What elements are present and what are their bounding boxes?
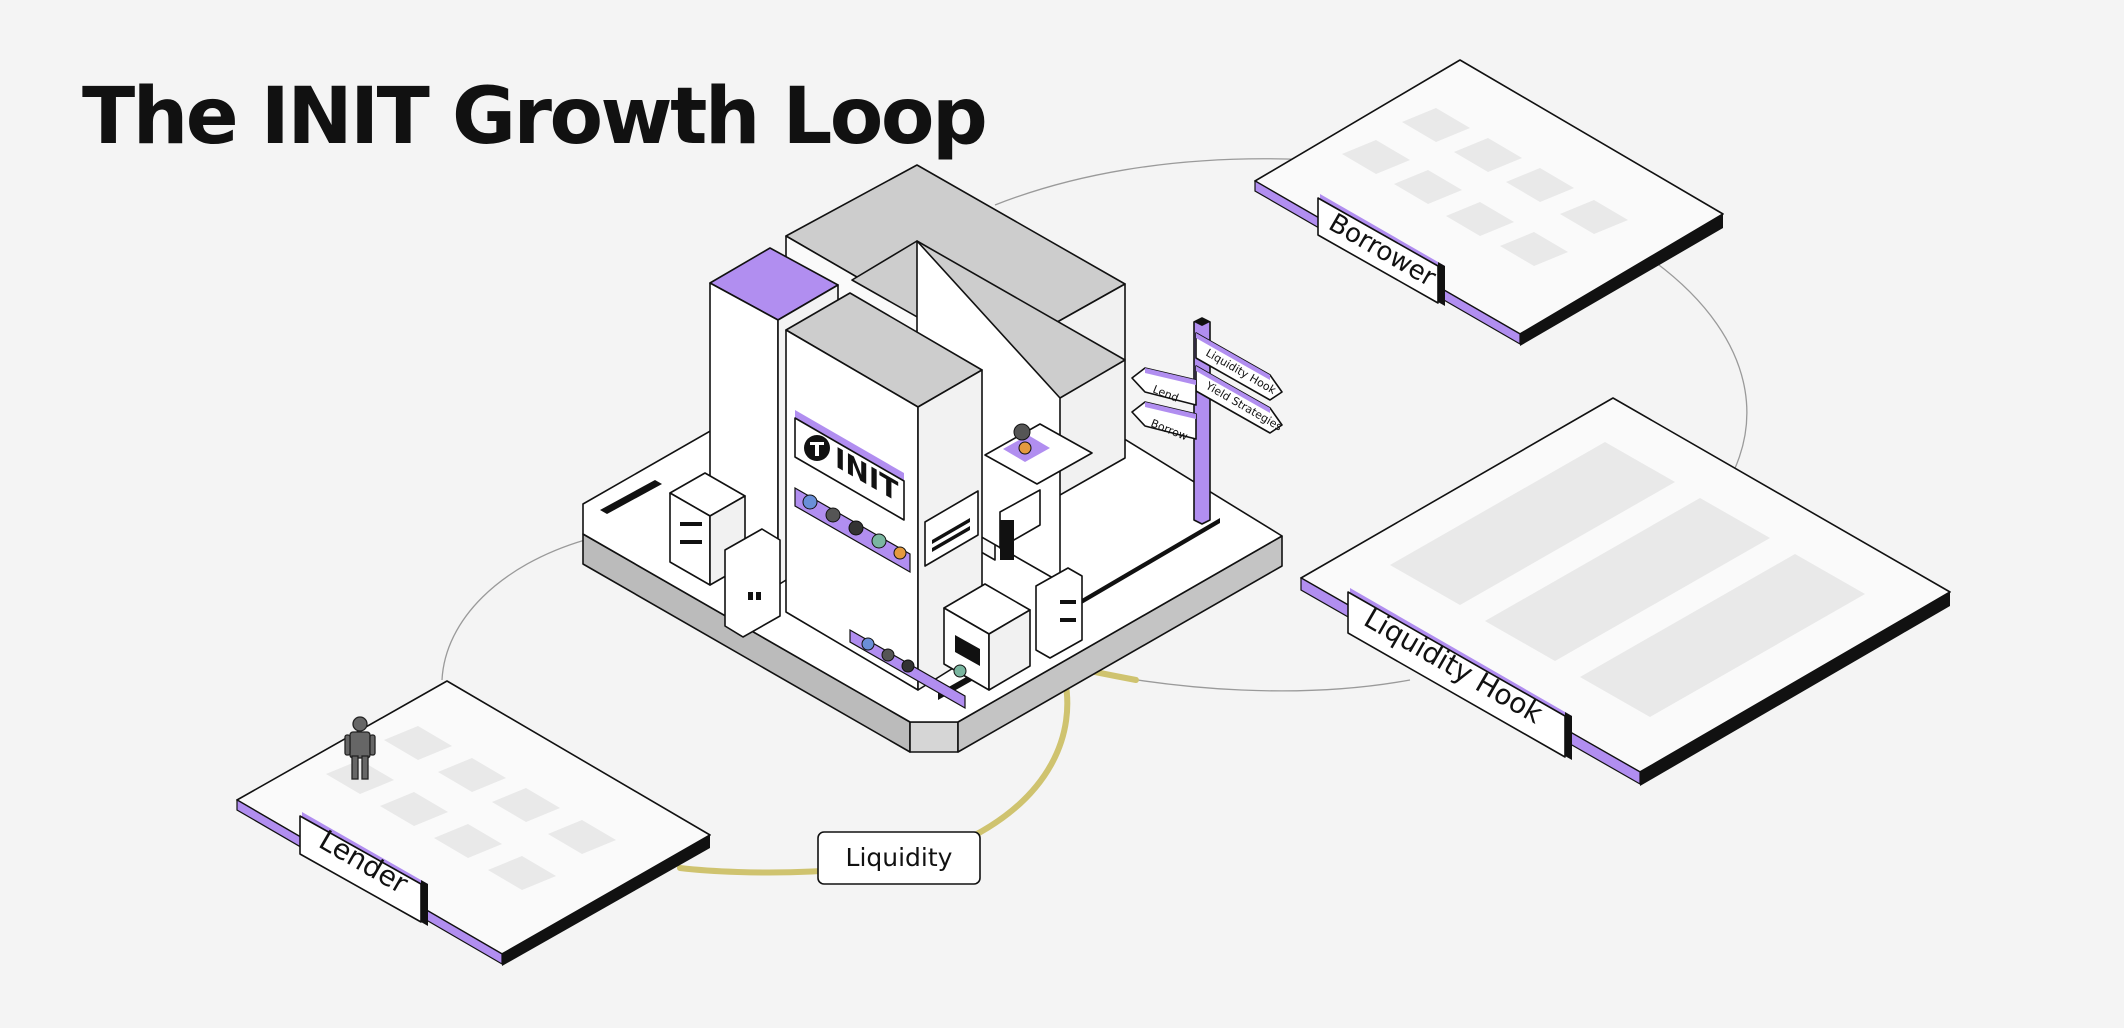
liquidity-hook-platform [1300, 397, 1951, 786]
person-icon [344, 716, 376, 780]
liquidity-tag: Liquidity [817, 831, 981, 885]
lender-grid [326, 726, 616, 890]
sign-borrow: Borrow [1131, 401, 1197, 443]
token-icon [802, 494, 907, 560]
sign-lend: Lend [1131, 367, 1197, 406]
init-logo-icon [804, 435, 830, 461]
liquidity-tag-label: Liquidity [846, 843, 953, 872]
front-token-row [861, 637, 967, 678]
page-title: The INIT Growth Loop [82, 72, 988, 162]
borrower-grid [1342, 108, 1628, 266]
central-city-block: INIT [582, 164, 1283, 753]
liquidity-hook-lanes [1390, 442, 1865, 717]
liquidity-flow-stub [1092, 669, 1139, 683]
